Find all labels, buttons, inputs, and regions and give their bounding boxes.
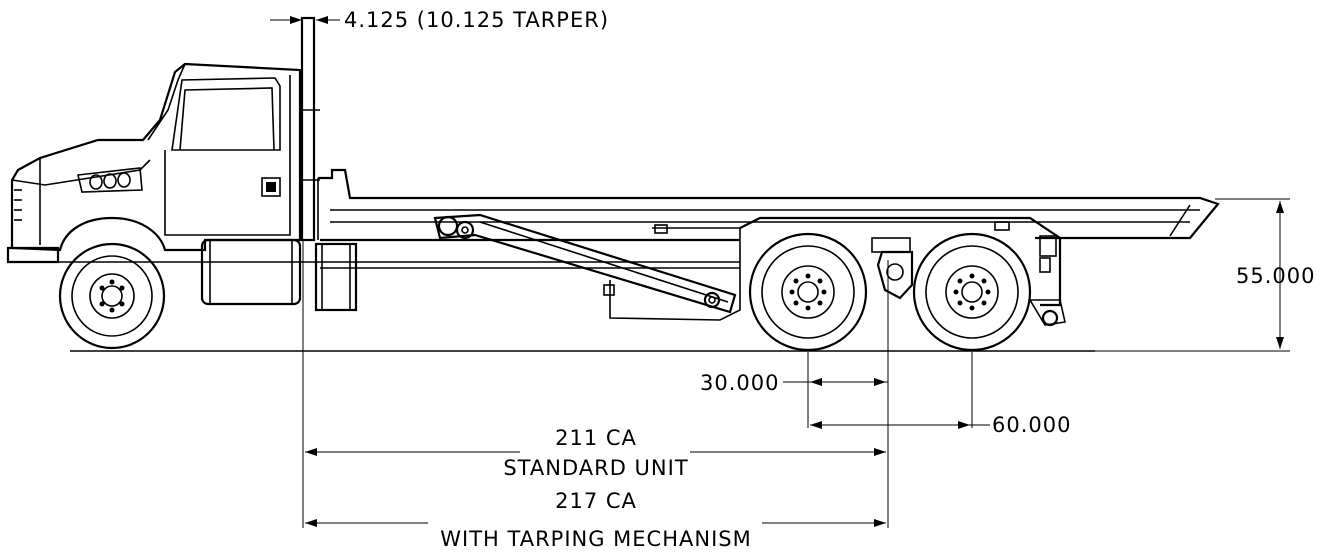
hoist-cylinder — [433, 213, 737, 314]
bed-height-label: 55.000 — [1236, 264, 1315, 288]
ca-standard-label: STANDARD UNIT — [503, 456, 688, 480]
front-wheel — [58, 242, 166, 350]
tandem-suspension — [871, 237, 1066, 327]
ca-tarping-dimension: 217 CA WITH TARPING MECHANISM — [305, 489, 886, 551]
fuel-tank — [200, 238, 302, 306]
truck-illustration — [6, 16, 1220, 352]
battery-box — [314, 242, 358, 312]
tandem-offset-label: 30.000 — [700, 371, 779, 395]
front-offset-label: 4.125 (10.125 TARPER) — [344, 8, 609, 32]
ca-tarping-label: WITH TARPING MECHANISM — [440, 527, 751, 551]
ca-standard-dimension: 211 CA STANDARD UNIT — [305, 426, 886, 480]
tandem-spacing-label: 60.000 — [992, 413, 1071, 437]
bed-height-dimension: 55.000 — [1092, 198, 1315, 352]
front-offset-dimension: 4.125 (10.125 TARPER) — [270, 8, 609, 32]
flatbed — [317, 168, 1220, 240]
tandem-offset-dimension: 30.000 — [700, 371, 888, 395]
ca-standard-value: 211 CA — [555, 426, 637, 450]
rear-wheel-1 — [748, 232, 868, 352]
tandem-spacing-dimension: 60.000 — [810, 413, 1071, 437]
truck-cab — [6, 16, 320, 264]
extension-lines — [302, 240, 973, 528]
ca-tarping-value: 217 CA — [555, 489, 637, 513]
rear-wheel-2 — [912, 232, 1032, 352]
rear-subframe — [603, 216, 1062, 321]
